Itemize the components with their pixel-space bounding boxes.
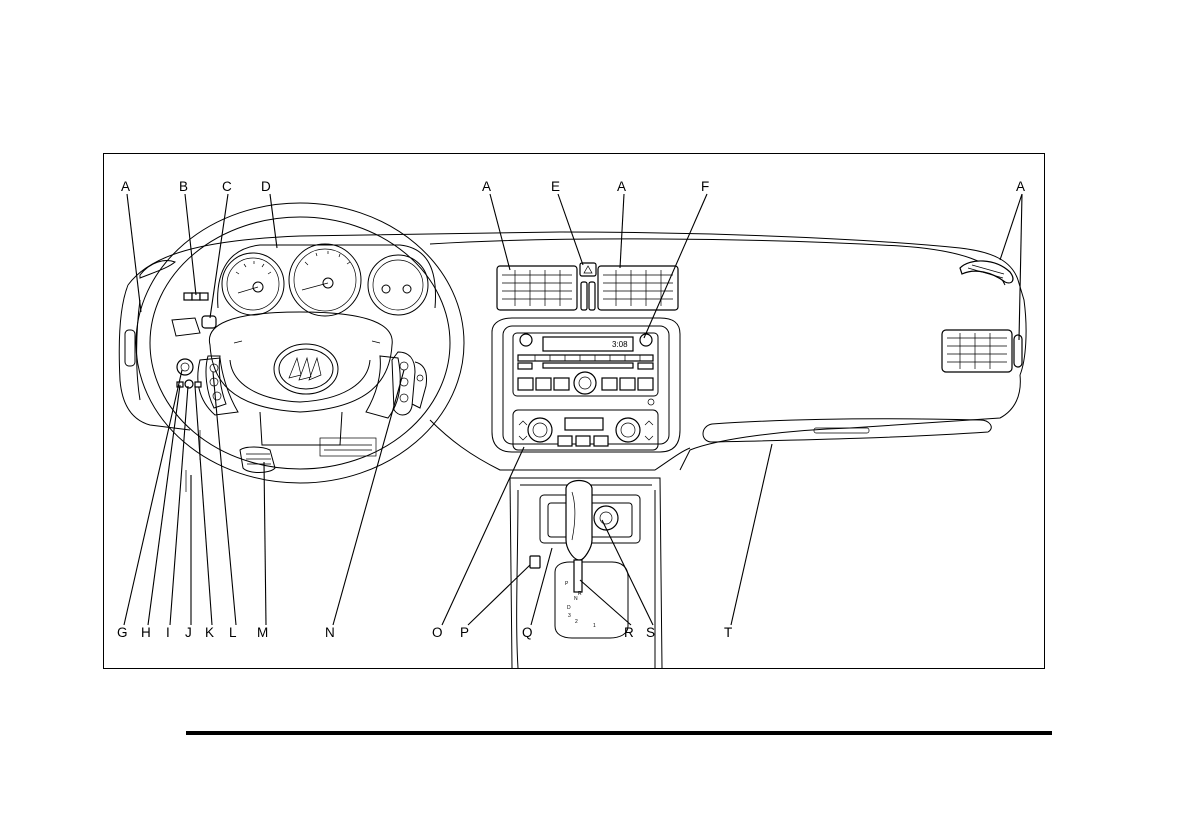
callout-m: M bbox=[257, 625, 268, 640]
right-vents bbox=[942, 261, 1022, 372]
right-spoke-controls bbox=[392, 352, 427, 415]
callout-t: T bbox=[724, 625, 732, 640]
gear-d: D bbox=[567, 605, 571, 611]
callout-f: F bbox=[701, 179, 709, 194]
lower-column bbox=[186, 430, 376, 492]
gear-r: R bbox=[578, 591, 582, 597]
callout-l: L bbox=[229, 625, 237, 640]
center-vents bbox=[497, 263, 678, 310]
gear-1: 1 bbox=[593, 623, 596, 629]
callout-a-center-left: A bbox=[482, 179, 491, 194]
callout-c: C bbox=[222, 179, 232, 194]
floor-console: P R N D 3 2 1 bbox=[510, 478, 662, 668]
callout-k: K bbox=[205, 625, 214, 640]
callout-q: Q bbox=[522, 625, 533, 640]
gear-3: 3 bbox=[568, 613, 571, 619]
callout-g: G bbox=[117, 625, 128, 640]
gear-2: 2 bbox=[575, 619, 578, 625]
callout-o: O bbox=[432, 625, 443, 640]
callout-j: J bbox=[185, 625, 192, 640]
gear-n: N bbox=[574, 596, 578, 602]
callout-a-center-right: A bbox=[617, 179, 626, 194]
callout-a-left: A bbox=[121, 179, 130, 194]
callout-r: R bbox=[624, 625, 634, 640]
callout-h: H bbox=[141, 625, 151, 640]
callout-i: I bbox=[166, 625, 170, 640]
callout-e: E bbox=[551, 179, 560, 194]
callout-s: S bbox=[646, 625, 655, 640]
gear-p: P bbox=[565, 581, 569, 587]
callout-n: N bbox=[325, 625, 335, 640]
callout-d: D bbox=[261, 179, 271, 194]
radio-clock-display: 3:08 bbox=[612, 340, 628, 349]
section-divider bbox=[186, 731, 1052, 735]
center-stack: 3:08 bbox=[492, 318, 680, 452]
callout-b: B bbox=[179, 179, 188, 194]
callout-p: P bbox=[460, 625, 469, 640]
instrument-cluster bbox=[218, 244, 436, 316]
callout-a-right: A bbox=[1016, 179, 1025, 194]
